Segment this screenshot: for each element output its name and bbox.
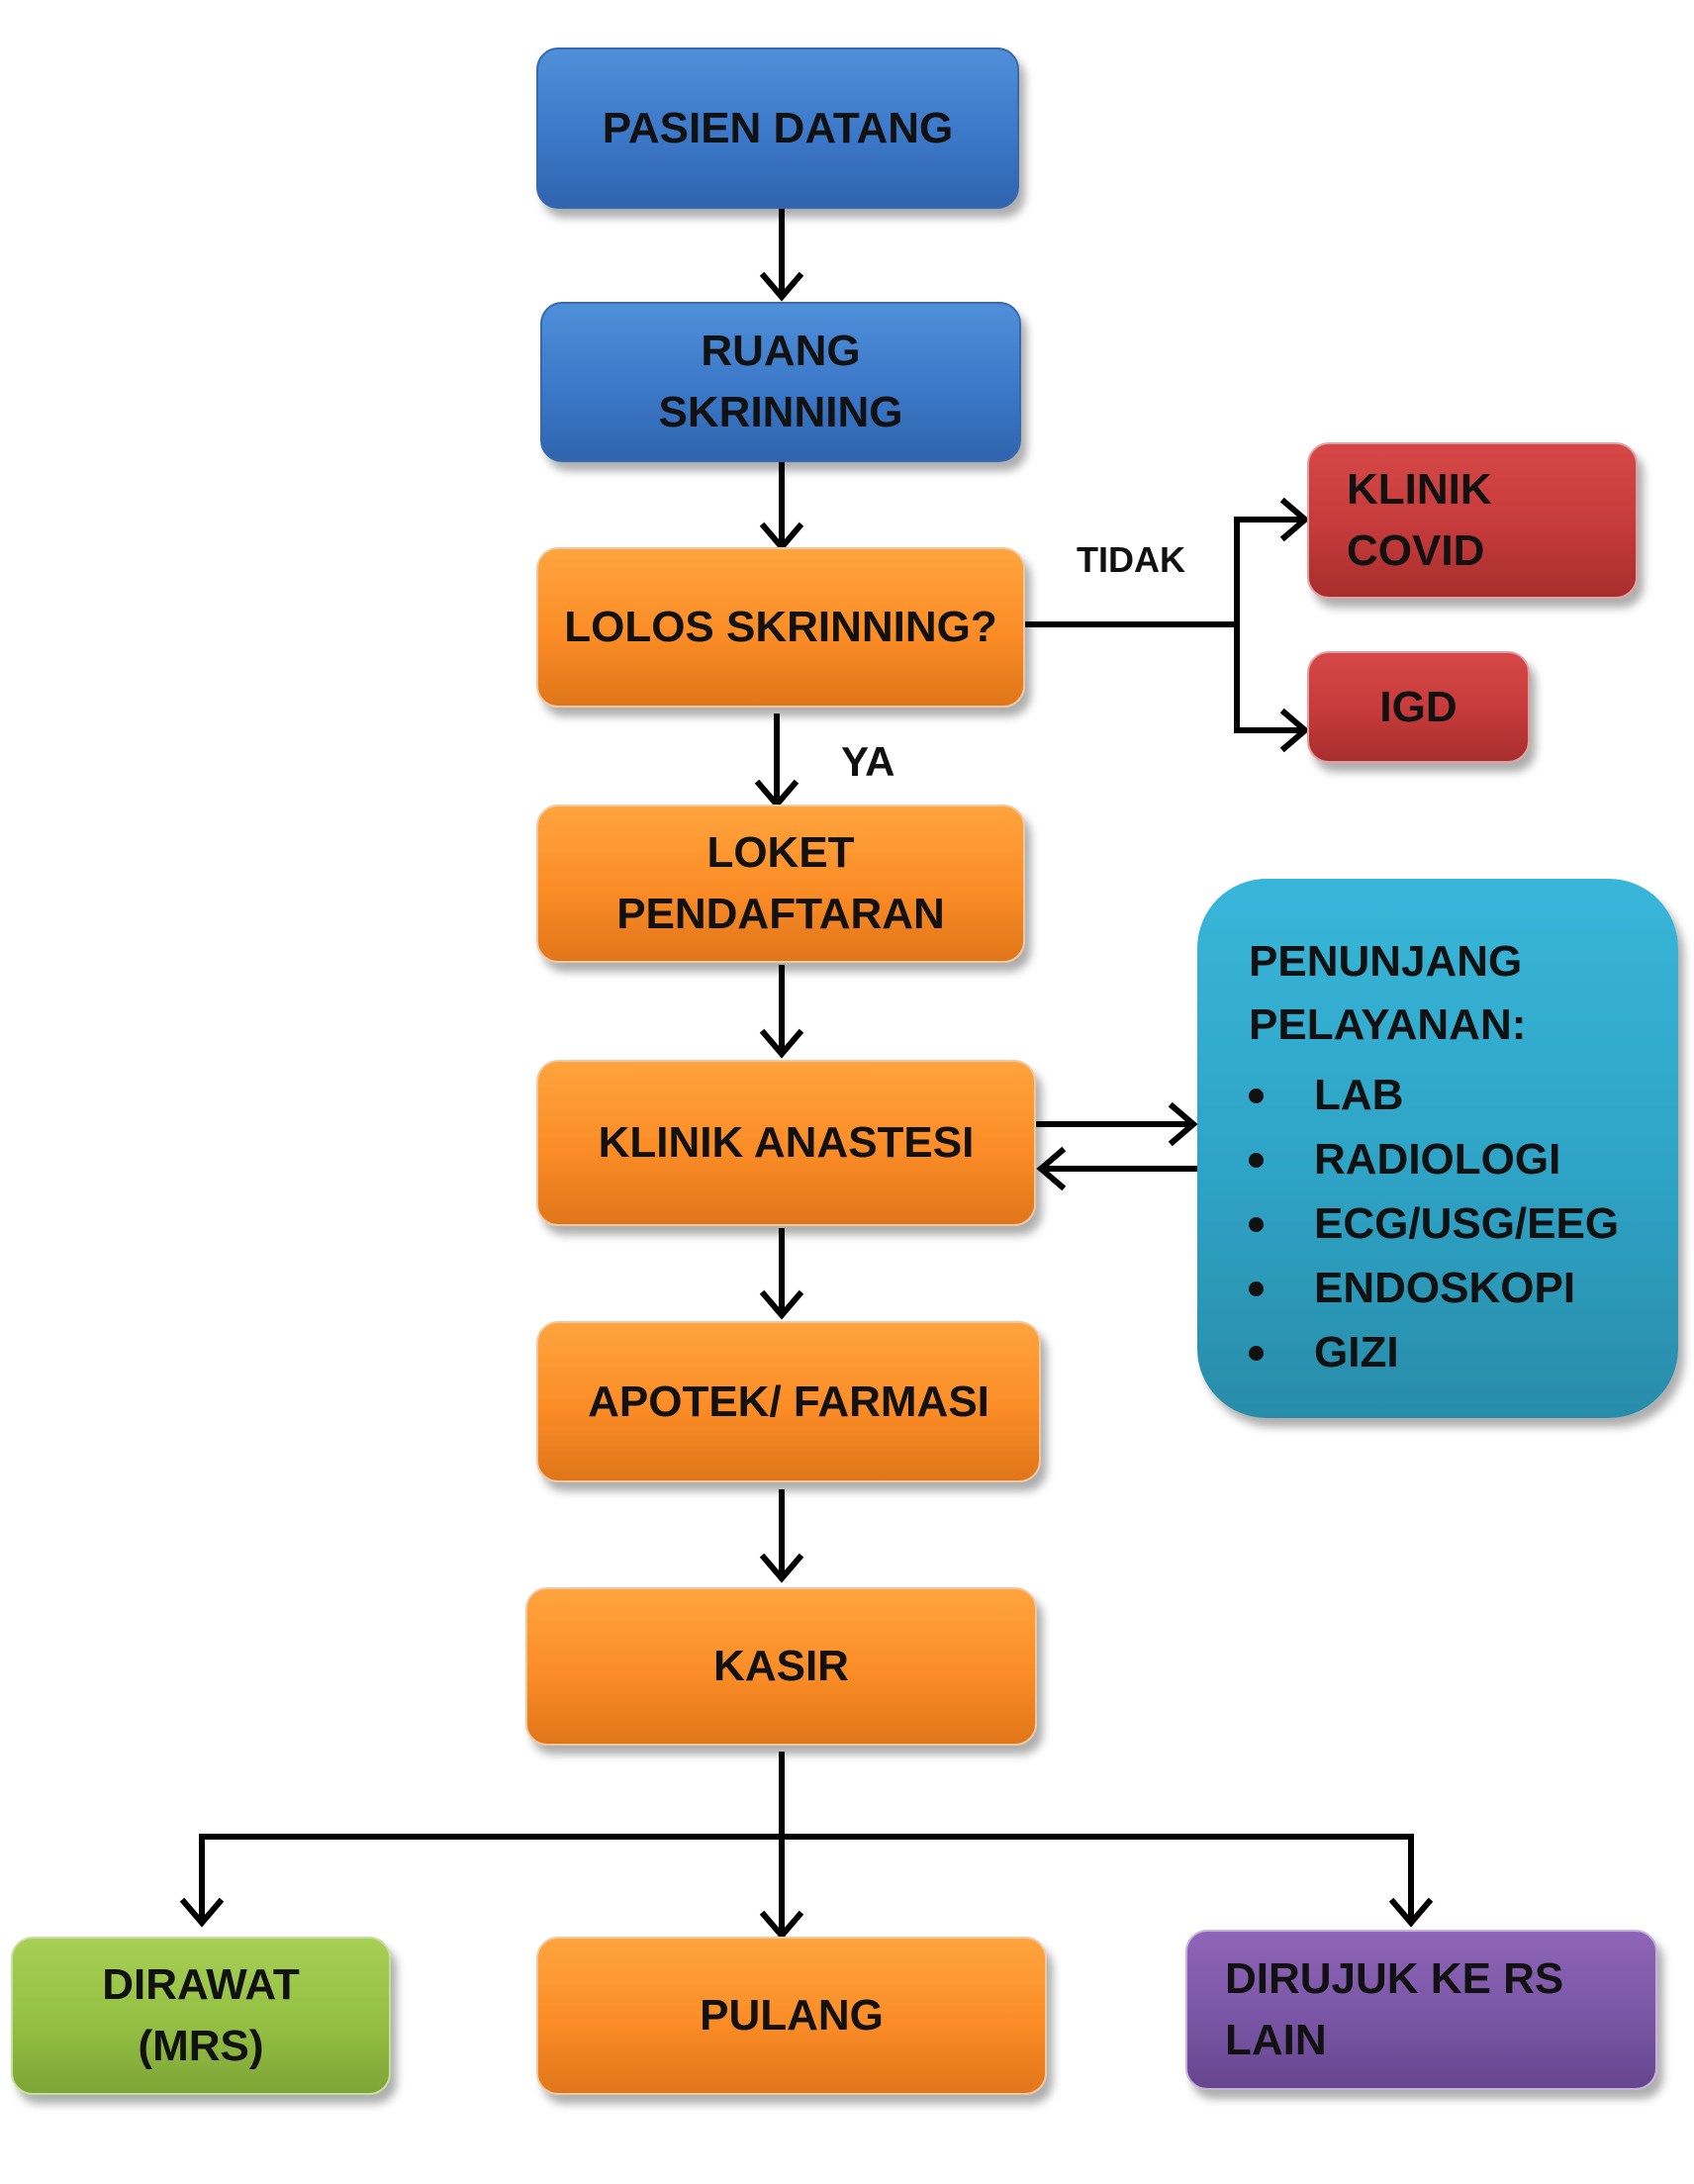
node-apotek-farmasi: APOTEK/ FARMASI bbox=[536, 1321, 1041, 1482]
node-label: PULANG bbox=[700, 1991, 884, 2041]
arrowhead-apotek bbox=[759, 1289, 804, 1320]
arrowhead-pulang bbox=[759, 1910, 804, 1941]
node-label: KASIR bbox=[713, 1642, 849, 1691]
arrowhead-penunjang bbox=[1168, 1101, 1198, 1147]
node-label: KLINIK ANASTESI bbox=[598, 1118, 975, 1168]
node-klinik-anastesi: KLINIK ANASTESI bbox=[536, 1060, 1036, 1226]
node-lolos-skrinning: LOLOS SKRINNING? bbox=[536, 547, 1025, 708]
penunjang-item: ECG/USG/EEG bbox=[1249, 1191, 1678, 1256]
node-kasir: KASIR bbox=[525, 1587, 1037, 1746]
node-label: PENDAFTARAN bbox=[616, 890, 945, 938]
node-pasien-datang: PASIEN DATANG bbox=[536, 47, 1019, 209]
penunjang-title-line: PELAYANAN: bbox=[1249, 1000, 1527, 1049]
arrowhead-anastesi bbox=[759, 1028, 804, 1059]
node-label: RUANG bbox=[701, 327, 861, 376]
arrowhead-dirawat bbox=[179, 1897, 225, 1928]
penunjang-item: GIZI bbox=[1249, 1320, 1678, 1384]
penunjang-title: PENUNJANG PELAYANAN: bbox=[1249, 930, 1678, 1057]
node-penunjang-pelayanan: PENUNJANG PELAYANAN: LAB RADIOLOGI ECG/U… bbox=[1197, 879, 1678, 1418]
node-label: LAIN bbox=[1225, 2016, 1327, 2064]
node-loket-pendaftaran: LOKET PENDAFTARAN bbox=[536, 805, 1025, 963]
node-dirujuk: DIRUJUK KE RS LAIN bbox=[1185, 1930, 1657, 2090]
node-label: IGD bbox=[1379, 682, 1458, 731]
arrowhead-kasir bbox=[759, 1553, 804, 1583]
node-label: COVID bbox=[1347, 526, 1485, 575]
node-label: SKRINNING bbox=[658, 388, 903, 436]
penunjang-list: LAB RADIOLOGI ECG/USG/EEG ENDOSKOPI GIZI bbox=[1249, 1063, 1678, 1384]
penunjang-item: ENDOSKOPI bbox=[1249, 1256, 1678, 1320]
node-label: DIRUJUK KE RS bbox=[1225, 1954, 1564, 2004]
node-klinik-covid: KLINIK COVID bbox=[1307, 442, 1638, 599]
node-label: PASIEN DATANG bbox=[602, 103, 954, 152]
penunjang-title-line: PENUNJANG bbox=[1249, 937, 1523, 986]
penunjang-item: LAB bbox=[1249, 1063, 1678, 1127]
node-ruang-skrinning: RUANG SKRINNING bbox=[540, 302, 1021, 462]
arrowhead-igd bbox=[1279, 708, 1310, 753]
node-label: APOTEK/ FARMASI bbox=[588, 1377, 989, 1426]
node-pulang: PULANG bbox=[536, 1937, 1047, 2095]
penunjang-item: RADIOLOGI bbox=[1249, 1127, 1678, 1191]
node-label: DIRAWAT bbox=[102, 1960, 300, 2010]
node-label: LOLOS SKRINNING? bbox=[564, 603, 997, 652]
arrowhead-ruang bbox=[759, 271, 804, 302]
node-label: KLINIK bbox=[1347, 465, 1492, 515]
arrowhead-dirujuk bbox=[1388, 1897, 1434, 1928]
node-label: LOKET bbox=[706, 828, 855, 878]
node-dirawat: DIRAWAT (MRS) bbox=[11, 1937, 391, 2095]
node-igd: IGD bbox=[1307, 651, 1530, 763]
edge-label-tidak: TIDAK bbox=[1077, 539, 1185, 580]
edge-label-ya: YA bbox=[841, 738, 895, 785]
arrowhead-covid bbox=[1279, 497, 1310, 542]
arrowhead-anastesi-return bbox=[1036, 1146, 1067, 1191]
node-label: (MRS) bbox=[138, 2022, 264, 2070]
